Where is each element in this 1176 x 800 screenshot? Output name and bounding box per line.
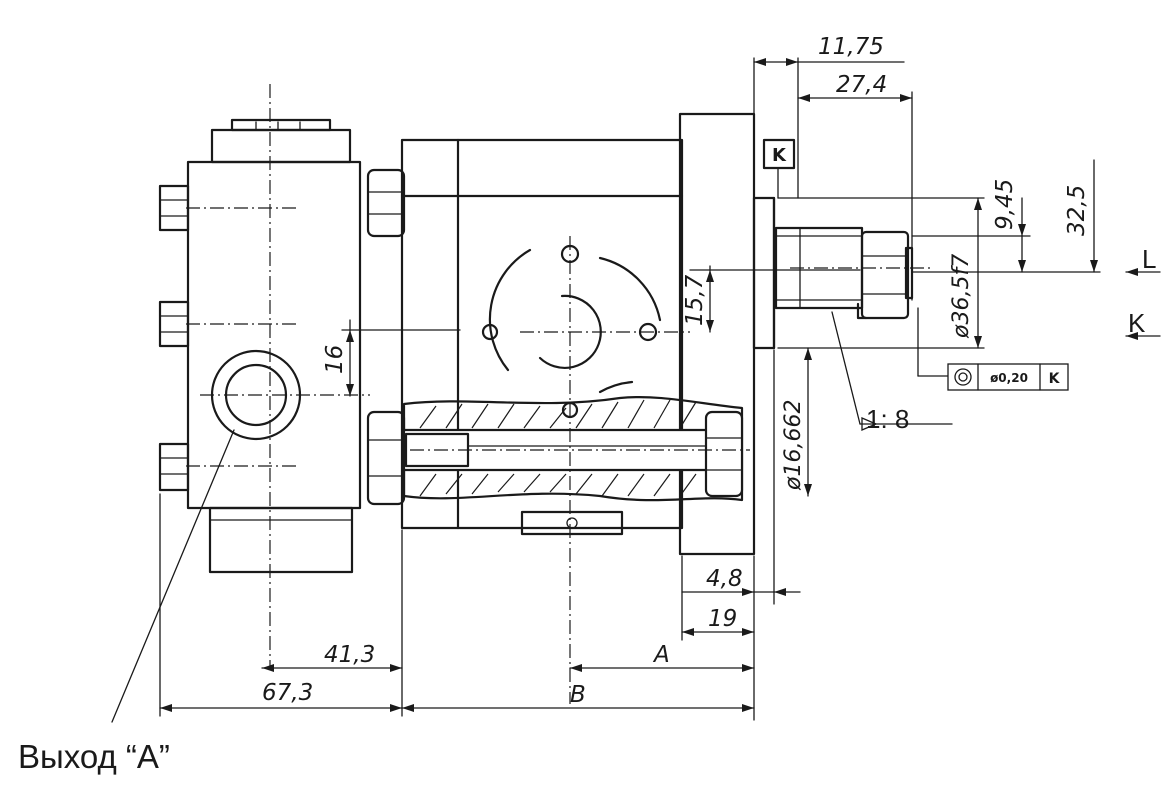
dim-16: 16	[322, 345, 348, 374]
taper-triangle	[861, 417, 878, 431]
dim-19: 19	[708, 606, 737, 632]
datum-k-label: K	[772, 145, 787, 166]
label-l: L	[1142, 244, 1156, 274]
dim-32-5: 32,5	[1064, 185, 1090, 236]
dim-41-3: 41,3	[324, 642, 375, 668]
dim-phi-36-5f7: ø36,5f7	[949, 254, 974, 339]
arrowheads	[160, 58, 1138, 712]
dim-27-4: 27,4	[836, 72, 887, 98]
dim-phi-16-662: ø16,662	[781, 400, 806, 491]
taper-ratio: 1: 8	[866, 404, 909, 434]
label-k: K	[1128, 308, 1146, 338]
datum-box	[762, 138, 796, 170]
dim-9-45: 9,45	[992, 179, 1018, 230]
valve-block	[158, 118, 362, 574]
tolerance-datum: K	[1049, 371, 1061, 387]
outlet-caption: Выход “A”	[18, 738, 170, 775]
dimension-lines	[111, 57, 1161, 723]
centre-lines	[186, 84, 930, 704]
dim-a: A	[652, 642, 670, 668]
hex-nuts	[366, 168, 406, 506]
tolerance-frame: ø0,20 K	[947, 363, 1069, 391]
section-hatch	[402, 395, 744, 502]
dim-11-75: 11,75	[818, 34, 884, 60]
flange-shaft	[752, 196, 914, 350]
dim-67-3: 67,3	[262, 680, 313, 706]
dim-4-8: 4,8	[706, 566, 743, 592]
tolerance-value: ø0,20	[990, 371, 1028, 385]
pump-body	[400, 112, 756, 556]
dim-15-7: 15,7	[682, 274, 708, 326]
dim-b: B	[570, 682, 586, 708]
